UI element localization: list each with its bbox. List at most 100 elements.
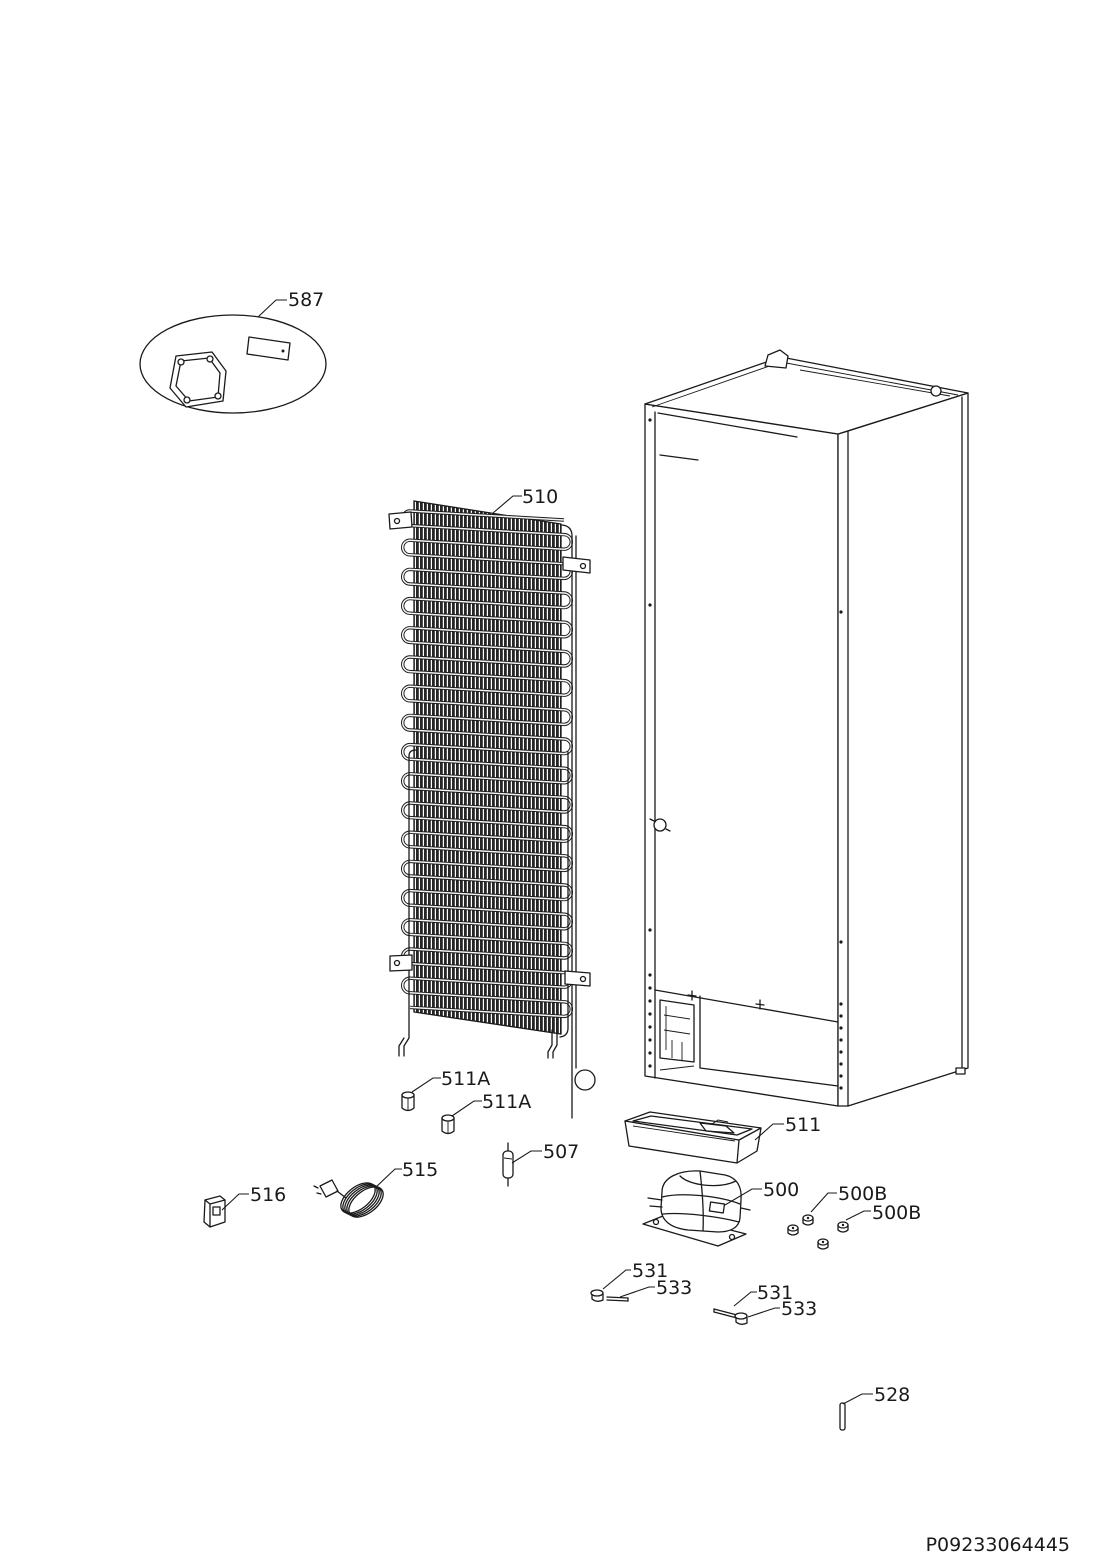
filter-drier-drawing	[502, 1142, 514, 1187]
condenser-tube	[563, 709, 572, 726]
leader-line	[619, 1286, 655, 1298]
callout-511: 511	[754, 1114, 821, 1141]
condenser-tube	[402, 802, 411, 819]
callout-label: 511A	[441, 1068, 490, 1090]
callout-label: 531	[757, 1282, 793, 1304]
part-533-drawing	[606, 1296, 629, 1302]
condenser-tube	[409, 627, 565, 638]
callout-511a: 511A	[451, 1091, 531, 1117]
cabinet-top-face	[644, 356, 969, 435]
grommet	[787, 1224, 799, 1236]
power-cord-drawing	[313, 1179, 384, 1218]
callout-500b: 500B	[810, 1183, 887, 1213]
condenser-tube	[563, 796, 572, 813]
pin-528-drawing	[839, 1402, 846, 1431]
callout-label: 533	[656, 1277, 692, 1299]
leader-line	[842, 1393, 873, 1405]
condenser-tube	[409, 919, 565, 930]
part-511a-drawing	[441, 1114, 455, 1135]
callout-500: 500	[724, 1179, 799, 1206]
condenser-tube	[409, 539, 565, 550]
top-knob	[764, 349, 789, 369]
leader-line	[733, 1291, 757, 1307]
condenser-tube	[563, 738, 572, 755]
condenser-tube	[409, 729, 565, 740]
leader-line	[411, 1077, 441, 1093]
callout-500b: 500B	[845, 1202, 921, 1224]
relay-drawing	[203, 1195, 226, 1228]
condenser-tube	[402, 714, 411, 731]
condenser-tubes	[401, 509, 573, 1019]
condenser-tube	[409, 992, 565, 1003]
grommets-drawing	[787, 1214, 849, 1250]
condenser-tube	[563, 855, 572, 872]
condenser-brackets	[388, 511, 591, 987]
callout-label: 516	[250, 1184, 286, 1206]
condenser-tube	[409, 583, 565, 594]
condenser-tube	[409, 670, 565, 682]
callout-label: 515	[402, 1159, 438, 1181]
condenser-tube	[409, 962, 565, 974]
condenser-tube	[409, 860, 565, 872]
condenser-tube	[409, 597, 565, 609]
callout-515: 515	[374, 1159, 438, 1189]
plate-part	[246, 336, 291, 361]
leader-line	[810, 1192, 837, 1213]
condenser-tube	[409, 758, 565, 769]
condenser-tube	[402, 568, 411, 585]
condenser-tube	[563, 533, 572, 550]
callout-531: 531	[602, 1260, 668, 1290]
leader-line	[511, 1150, 542, 1164]
condenser-tube	[402, 685, 411, 702]
condenser-drawing	[388, 500, 596, 1119]
condenser-tube	[409, 700, 565, 711]
compressor-compartment	[654, 989, 839, 1087]
condenser-tube	[409, 612, 565, 623]
cabinet-drawing	[644, 349, 969, 1107]
cabinet-foot	[955, 1067, 966, 1075]
callout-511a: 511A	[411, 1068, 490, 1093]
condenser-tube	[563, 621, 572, 638]
callout-label: 511A	[482, 1091, 531, 1113]
condenser-tube	[563, 884, 572, 901]
top-hole	[930, 385, 942, 397]
grommet	[837, 1221, 849, 1233]
condenser-tube	[409, 904, 565, 915]
condenser-tube	[409, 685, 565, 696]
condenser-tube	[563, 650, 572, 667]
callout-label: 511	[785, 1114, 821, 1136]
condenser-tube	[402, 627, 411, 644]
leader-line	[374, 1168, 402, 1189]
leader-line	[602, 1269, 631, 1290]
condenser-tube	[409, 948, 565, 959]
condenser-tube	[409, 1006, 565, 1018]
side-knob	[649, 818, 671, 832]
condenser-tube	[409, 977, 565, 988]
callout-516: 516	[221, 1184, 286, 1211]
condenser-tube	[409, 554, 565, 565]
leader-line	[221, 1193, 249, 1211]
condenser-tube	[402, 597, 411, 614]
callout-label: 507	[543, 1141, 579, 1163]
condenser-tube	[409, 787, 565, 799]
condenser-tube	[409, 773, 565, 784]
condenser-tube	[409, 743, 565, 755]
callout-533: 533	[747, 1298, 817, 1320]
callout-label: 587	[288, 289, 324, 311]
condenser-tube	[563, 825, 572, 842]
callout-label: 531	[632, 1260, 668, 1282]
callout-label: 510	[522, 486, 558, 508]
condenser-tube	[409, 714, 565, 726]
leader-line	[492, 495, 522, 514]
drip-tray-drawing	[624, 1111, 762, 1164]
detail-587-ellipse	[139, 314, 327, 414]
leader-line	[754, 1123, 784, 1141]
callout-510: 510	[492, 486, 558, 514]
callout-label: 500	[763, 1179, 799, 1201]
gasket-part	[169, 351, 227, 408]
callout-label: 533	[781, 1298, 817, 1320]
condenser-tube	[402, 919, 411, 936]
leader-line	[747, 1307, 780, 1318]
part-531-drawing	[713, 1308, 738, 1319]
